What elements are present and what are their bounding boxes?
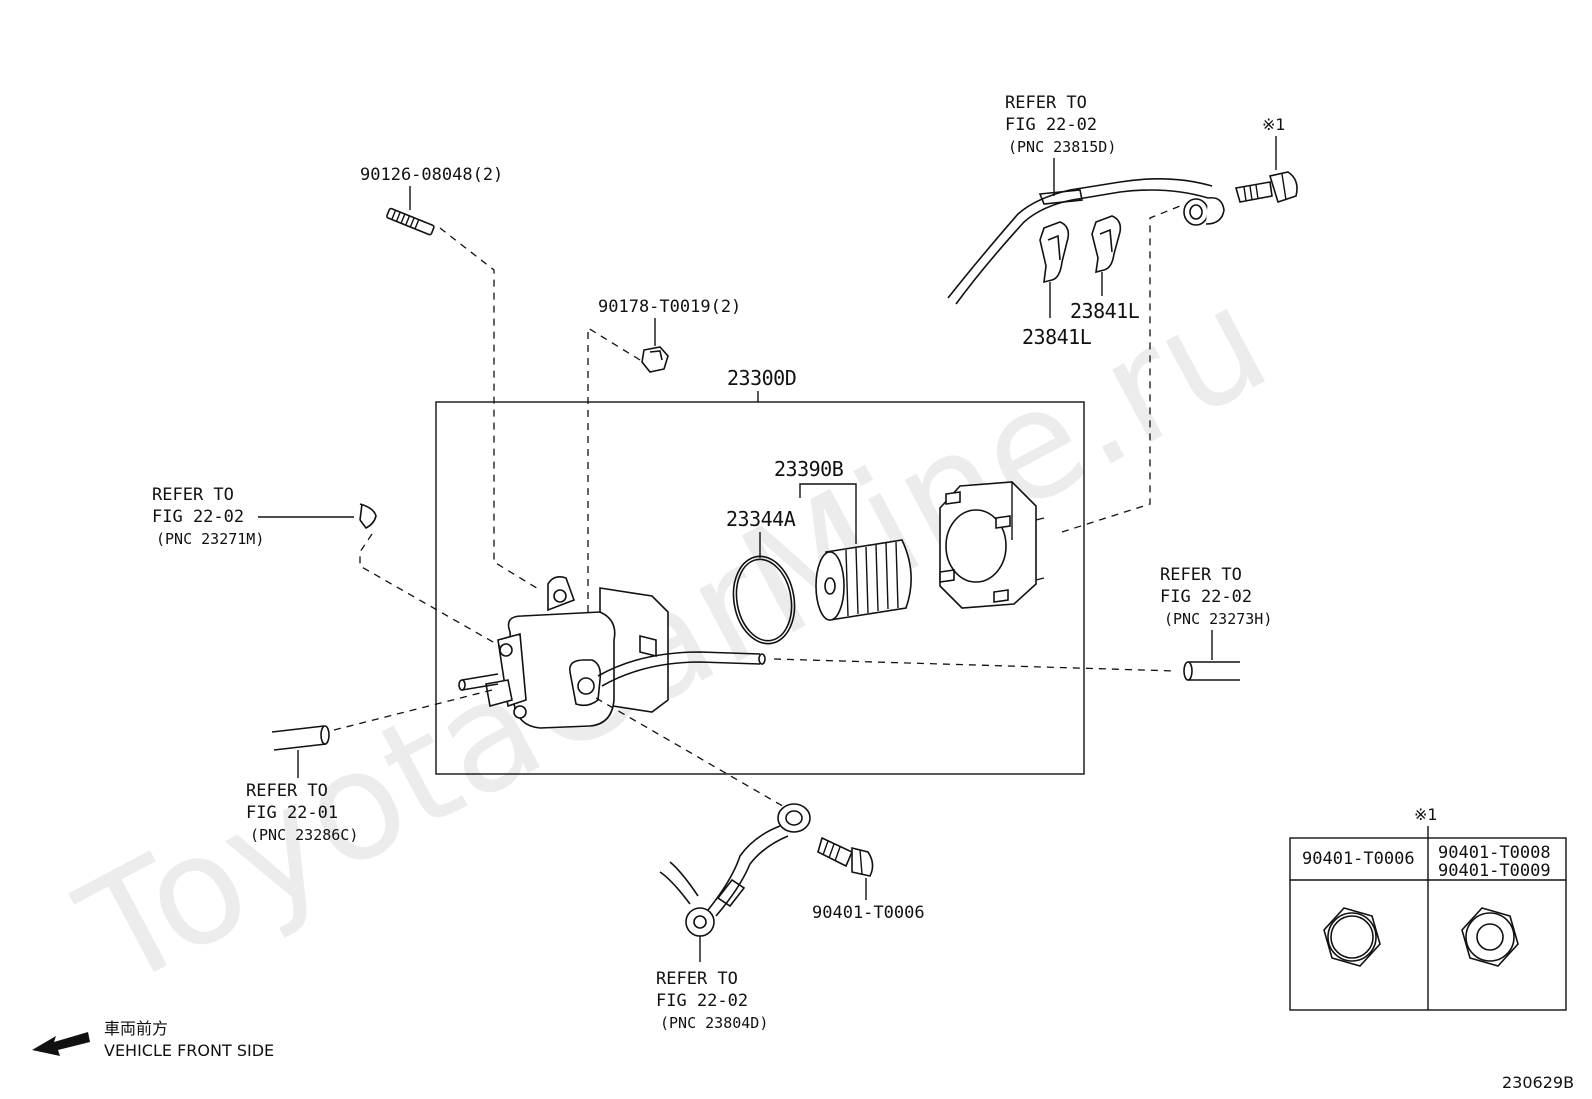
direction-english[interactable]: VEHICLE FRONT SIDE [104, 1041, 274, 1060]
hex-bolt-flange-icon [1461, 907, 1519, 967]
filter-cover [939, 205, 1181, 609]
ref-top-right-line1[interactable]: REFER TO [1005, 93, 1087, 113]
ref-right-line2[interactable]: FIG 22-02 [1160, 587, 1252, 607]
nut: 90178-T0019(2) [587, 297, 741, 612]
ref-bottom-left-line1[interactable]: REFER TO [246, 781, 328, 801]
ref-bottom-left: REFER TO FIG 22-01 (PNC 23286C) [246, 689, 493, 844]
filter-element: 23390B [774, 457, 912, 621]
nut-label[interactable]: 90178-T0019(2) [598, 297, 741, 317]
clamp-a: 23841L [1022, 221, 1092, 349]
assembly-frame [435, 401, 1085, 775]
note-mark-table[interactable]: ※1 [1414, 805, 1438, 824]
watermark: ToyotaCarMine.ru [54, 253, 1294, 1022]
ref-bottom-line1[interactable]: REFER TO [656, 969, 738, 989]
filter-housing [458, 576, 766, 729]
union-bolt-bottom: 90401-T0006 [812, 836, 925, 923]
ref-top-right: REFER TO FIG 22-02 (PNC 23815D) [1005, 93, 1116, 196]
o-ring-icon [732, 555, 796, 645]
arrow-left-icon [32, 1032, 90, 1056]
variant-col2-label-1[interactable]: 90401-T0008 [1438, 843, 1551, 863]
ref-bottom-line3[interactable]: (PNC 23804D) [660, 1014, 768, 1032]
figure-id[interactable]: 230629B [1502, 1073, 1574, 1092]
union-bolt-bottom-icon [817, 836, 874, 877]
clamp-b: 23841L [1070, 215, 1140, 323]
stud-bolt-icon [386, 207, 435, 236]
ref-left-line1[interactable]: REFER TO [152, 485, 234, 505]
ref-bottom-line2[interactable]: FIG 22-02 [656, 991, 748, 1011]
variant-col1-label[interactable]: 90401-T0006 [1302, 849, 1415, 869]
ref-bottom: REFER TO FIG 22-02 (PNC 23804D) [656, 969, 768, 1032]
ref-right: REFER TO FIG 22-02 (PNC 23273H) [773, 565, 1272, 681]
assembly-label[interactable]: 23300D [727, 366, 797, 390]
stud-bolt-label[interactable]: 90126-08048(2) [360, 165, 503, 185]
ref-left-line3[interactable]: (PNC 23271M) [156, 530, 264, 548]
ref-left-line2[interactable]: FIG 22-02 [152, 507, 244, 527]
note-mark-top[interactable]: ※1 [1262, 115, 1286, 134]
variant-col2-label-2[interactable]: 90401-T0009 [1438, 861, 1551, 881]
clamp-b-label[interactable]: 23841L [1070, 299, 1140, 323]
union-bolt-bottom-label[interactable]: 90401-T0006 [812, 903, 925, 923]
direction-japanese[interactable]: 車両前方 [104, 1019, 168, 1038]
assembly-group: 23300D [435, 366, 1085, 775]
fuel-line-bottom [595, 697, 811, 962]
union-bolt-top-icon [1234, 171, 1298, 204]
ref-top-right-line3[interactable]: (PNC 23815D) [1008, 138, 1116, 156]
fuel-line-top [947, 178, 1225, 305]
stud-bolt: 90126-08048(2) [360, 165, 541, 591]
ref-bottom-left-line2[interactable]: FIG 22-01 [246, 803, 338, 823]
o-ring-label[interactable]: 23344A [726, 507, 796, 531]
hex-bolt-flat-icon [1323, 907, 1381, 967]
filter-element-label[interactable]: 23390B [774, 457, 844, 481]
ref-left: REFER TO FIG 22-02 (PNC 23271M) [152, 485, 501, 647]
o-ring: 23344A [726, 507, 796, 645]
ref-bottom-left-line3[interactable]: (PNC 23286C) [250, 826, 358, 844]
ref-right-line1[interactable]: REFER TO [1160, 565, 1242, 585]
filter-element-icon [815, 539, 912, 621]
clamp-a-label[interactable]: 23841L [1022, 325, 1092, 349]
variant-table: ※1 90401-T0006 90401-T0008 90401-T0009 [1289, 805, 1567, 1011]
nut-icon [641, 346, 669, 373]
vehicle-front-indicator: 車両前方 VEHICLE FRONT SIDE [32, 1019, 274, 1060]
ref-right-line3[interactable]: (PNC 23273H) [1164, 610, 1272, 628]
ref-top-right-line2[interactable]: FIG 22-02 [1005, 115, 1097, 135]
union-bolt-top: ※1 [1234, 115, 1298, 204]
